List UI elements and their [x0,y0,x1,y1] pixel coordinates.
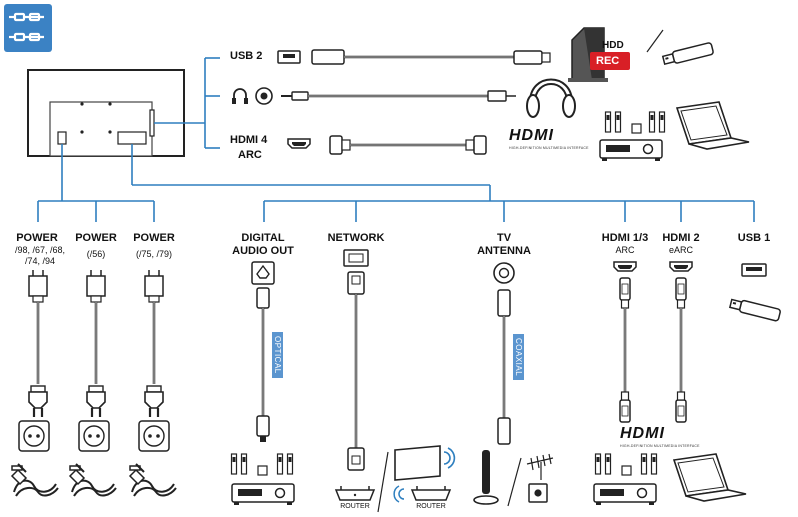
router-wireless [393,485,452,503]
usb-stick-icon [661,41,715,67]
hdmi4-arc-label: ARC [238,149,262,161]
usb2-label: USB 2 [230,50,263,62]
headphone-cable [281,90,516,102]
hdd-device [568,27,630,82]
usb1-port-icon [741,263,767,277]
wireless-tv-icon [394,445,456,481]
tv-antenna-label: TV [496,232,512,244]
divider [507,457,522,507]
power1-models: /98, /67, /68, [14,245,66,255]
tv-back [27,69,185,157]
connections-icon [4,4,52,52]
power-cable-2 [69,270,117,497]
hdmi-tagline: HIGH-DEFINITION MULTIMEDIA INTERFACE [509,146,589,150]
hdmi13-arc-label: ARC [615,245,635,255]
outdoor-antenna-icon [526,453,554,503]
power1-label: POWER [16,232,58,244]
hdmi13-label: HDMI 1/3 [601,232,649,244]
hdmi4-cable [287,135,487,155]
hdmi2-label: HDMI 2 [662,232,700,244]
digital-audio-label-2: AUDIO OUT [232,245,294,257]
connection-lines [37,57,755,222]
headphones-icon [526,78,576,118]
hdmi-logo-text-bottom: HDMI [620,425,665,442]
power2-label: POWER [75,232,117,244]
av-receiver-top [599,111,666,162]
laptop-icon [673,453,747,502]
usb1-label: USB 1 [737,232,771,244]
power3-label: POWER [133,232,175,244]
optical-cable [251,261,275,442]
hdmi13-cable [613,261,637,423]
router-label-1: ROUTER [340,503,370,510]
divider [377,451,389,513]
digital-audio-label: DIGITAL [241,232,285,244]
network-label: NETWORK [327,232,385,244]
indoor-antenna-icon [473,450,499,505]
coaxial-tag: COAXIAL [513,334,524,381]
tv-antenna-label-2: ANTENNA [477,245,531,257]
optical-tag: OPTICAL [272,332,283,378]
hdmi2-cable [669,261,693,423]
router-label-2: ROUTER [416,503,446,510]
av-receiver-right [593,453,658,506]
power2-models: (/56) [86,249,106,259]
router-wired [334,486,376,501]
rec-label: REC [596,55,620,67]
laptop-icon [676,101,750,150]
divider [646,29,664,53]
usb2-cable [277,49,551,65]
headphone-port-icon [232,87,273,105]
power1-models-2: /74, /94 [24,256,56,266]
hdmi4-label: HDMI 4 [230,134,268,146]
network-cable [343,249,369,471]
power3-models: (/75, /79) [135,249,173,259]
power-cable-1 [11,270,59,497]
coax-cable [493,262,515,445]
usb-stick-icon [728,296,782,323]
hdmi2-earc-label: eARC [668,245,694,255]
power-cable-3 [129,270,177,497]
hdmi-tagline-bottom: HIGH-DEFINITION MULTIMEDIA INTERFACE [620,444,700,448]
hdd-label: HDD [602,40,624,51]
hdmi-logo-text: HDMI [509,127,554,144]
av-receiver-left [230,453,295,506]
